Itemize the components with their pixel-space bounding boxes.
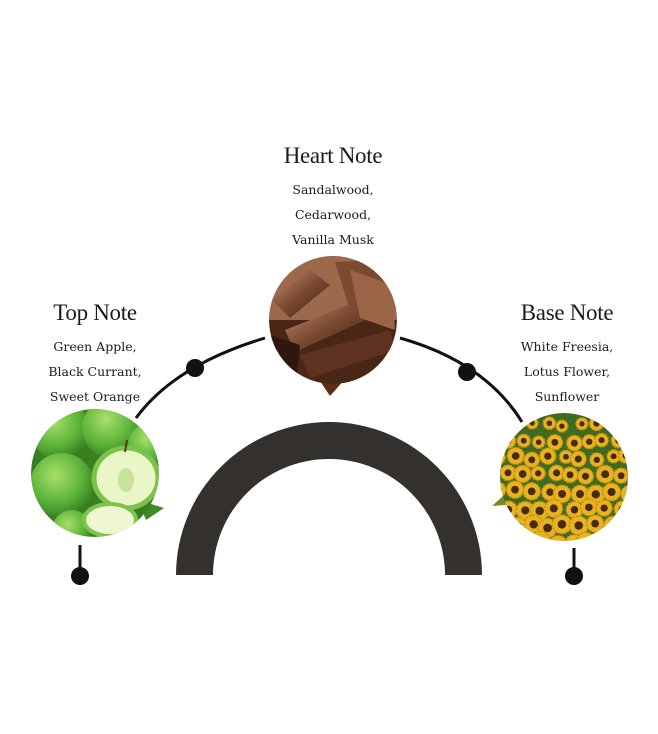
top-note: Top Note Green Apple, Black Currant, Swe… xyxy=(20,300,170,409)
timeline-dot-right xyxy=(458,363,476,381)
top-note-title: Top Note xyxy=(53,300,137,325)
green-apples-image xyxy=(31,409,159,537)
heart-note-item: Cedarwood, xyxy=(294,207,372,222)
sandalwood-image xyxy=(269,256,397,384)
base-note-item: Lotus Flower, xyxy=(523,364,611,379)
heart-note-item: Vanilla Musk xyxy=(292,232,374,247)
heart-note-item: Sandalwood, xyxy=(292,182,374,197)
top-note-item: Sweet Orange xyxy=(49,389,141,404)
center-arch xyxy=(176,422,482,575)
base-note-item: Sunflower xyxy=(534,389,600,404)
timeline-dot-left xyxy=(186,359,204,377)
stem-dot-left xyxy=(71,567,89,585)
sunflowers-image xyxy=(500,413,628,541)
base-note-item: White Freesia, xyxy=(520,339,614,354)
heart-note: Heart Note Sandalwood, Cedarwood, Vanill… xyxy=(258,143,408,252)
base-note: Base Note White Freesia, Lotus Flower, S… xyxy=(492,300,642,409)
top-note-item: Black Currant, xyxy=(48,364,142,379)
base-note-title: Base Note xyxy=(520,300,614,325)
top-note-item: Green Apple, xyxy=(53,339,137,354)
stem-dot-right xyxy=(565,567,583,585)
heart-note-title: Heart Note xyxy=(283,143,383,168)
